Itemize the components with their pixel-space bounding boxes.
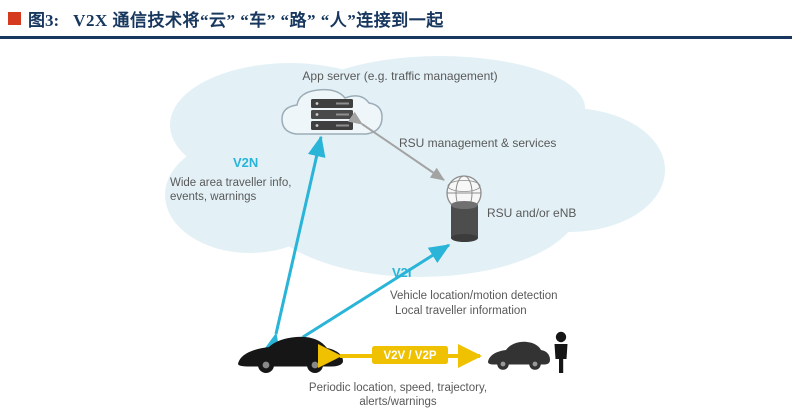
accent-square-icon [8,11,21,25]
rsu-management-label: RSU management & services [399,136,556,150]
v2n-desc-line2: events, warnings [170,191,257,203]
v2i-desc-line2: Local traveller information [395,305,527,317]
figure-header: 图3: V2X 通信技术将“云” “车” “路” “人”连接到一起 [0,0,792,36]
figure-label: 图3: [28,10,60,30]
app-server-label: App server (e.g. traffic management) [302,69,497,83]
pedestrian-icon [554,331,568,373]
rsu-server-link-arrow [347,111,445,181]
rsu-icon [446,175,482,242]
v2v-desc-line1: Periodic location, speed, trajectory, [309,382,487,394]
v2i-desc-line1: Vehicle location/motion detection [390,290,558,302]
v2n-desc-line1: Wide area traveller info, [170,177,291,189]
v2i-label: V2I [392,265,412,280]
title-rule [0,36,792,39]
sports-car-icon [238,336,343,373]
app-server-icon [311,99,353,130]
v2v-desc-line2: alerts/warnings [359,396,437,408]
sedan-car-icon [488,341,550,370]
v2v-label: V2V / V2P [383,350,436,362]
v2i-arrow [281,243,451,356]
figure-title: V2X 通信技术将“云” “车” “路” “人”连接到一起 [73,10,444,30]
v2v-label-badge [372,346,448,364]
v2n-label: V2N [233,155,258,170]
rsu-label: RSU and/or eNB [487,206,576,220]
